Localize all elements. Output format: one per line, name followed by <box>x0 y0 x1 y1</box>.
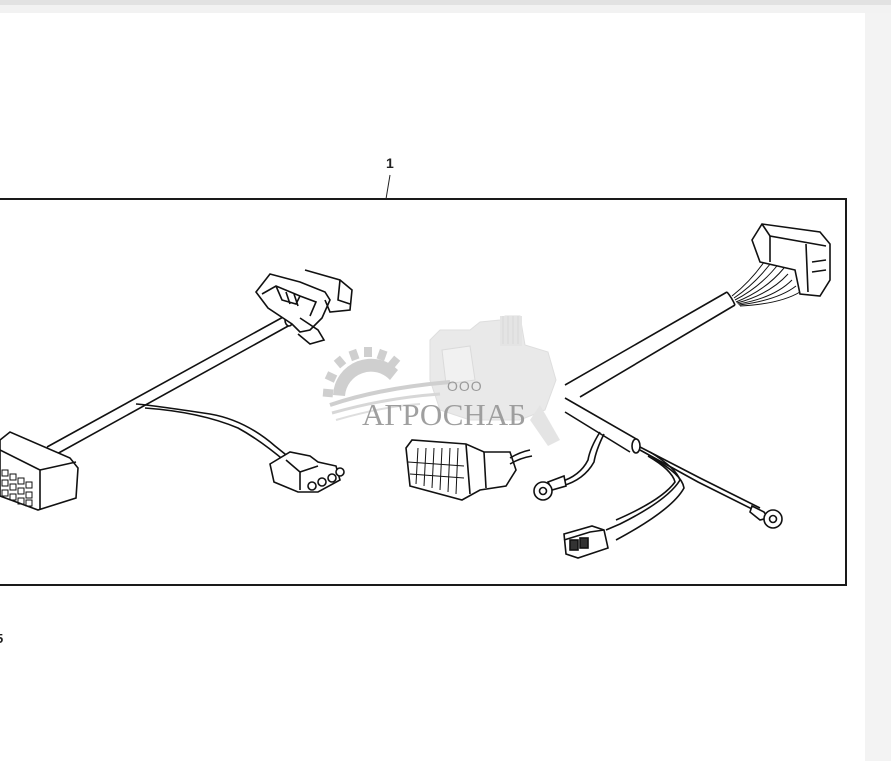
watermark-prefix: ООО <box>447 378 483 394</box>
diagram-frame <box>0 198 847 586</box>
figure-reference-fragment: 5 <box>0 631 3 646</box>
window-top-strip <box>0 0 891 5</box>
watermark-logo <box>322 315 560 446</box>
callout-leader-line <box>385 174 391 200</box>
watermark-company-name: АГРОСНАБ <box>362 397 526 432</box>
window-top-strip-inner <box>0 5 891 13</box>
left-harness <box>0 269 353 511</box>
callout-number: 1 <box>386 155 394 171</box>
right-gutter <box>865 13 891 761</box>
right-harness <box>405 223 831 559</box>
